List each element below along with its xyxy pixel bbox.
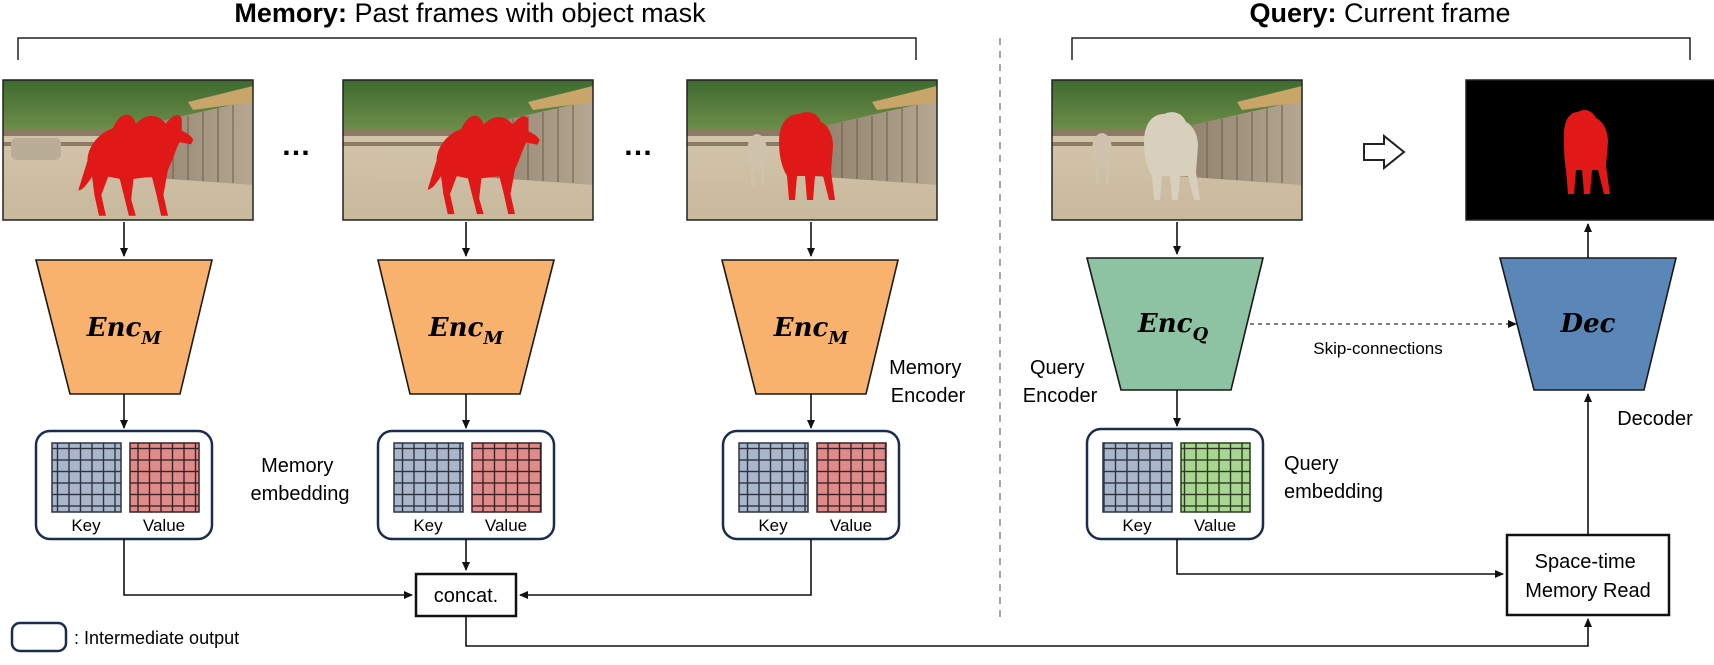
arrow-emb3-concat: [519, 539, 812, 599]
svg-text:EncQ: EncQ: [1137, 309, 1209, 345]
svg-text:Value: Value: [1194, 516, 1236, 535]
query-header: Query: Current frame: [1249, 0, 1510, 28]
memory-encoder-2: EncM: [376, 259, 556, 395]
memory-encoder-3: EncM: [720, 259, 900, 395]
memory-embedding-2: Key Value: [376, 429, 556, 541]
result-arrow-icon: [1363, 133, 1406, 171]
ellipsis-2: …: [623, 129, 653, 162]
svg-text:Key: Key: [1122, 516, 1152, 535]
svg-text:concat.: concat.: [434, 585, 498, 607]
svg-text:Key: Key: [71, 516, 101, 535]
query-embedding-label: Query embedding: [1284, 453, 1383, 503]
query-frame: [1051, 79, 1303, 221]
decoder-label: Decoder: [1617, 408, 1693, 430]
key-grid: [51, 442, 122, 513]
svg-text:: Intermediate output: : Intermediate output: [74, 628, 239, 648]
memory-bracket: [17, 37, 917, 60]
svg-text:Dec: Dec: [1560, 309, 1616, 339]
value-grid: [129, 442, 200, 513]
key-grid: [738, 442, 809, 513]
value-grid: [471, 442, 542, 513]
svg-text:Value: Value: [830, 516, 872, 535]
memory-header: Memory: Past frames with object mask: [234, 0, 706, 28]
legend-swatch: [10, 621, 68, 653]
memory-encoder-1: EncM: [34, 259, 214, 395]
arrow-concat-read: [465, 616, 1592, 647]
output-mask-frame: [1465, 79, 1714, 221]
query-embedding: Key Value: [1085, 427, 1265, 541]
memory-frame-1: [2, 79, 254, 221]
svg-text:EncM: EncM: [773, 313, 850, 349]
decoder: Dec: [1498, 257, 1678, 391]
memory-embedding-label: Memory embedding: [251, 455, 350, 505]
concat-box: concat.: [414, 572, 518, 618]
memory-encoder-label: Memory Encoder: [889, 357, 967, 407]
key-grid: [1102, 442, 1173, 513]
svg-text:Value: Value: [485, 516, 527, 535]
key-grid: [393, 442, 464, 513]
space-time-memory-read-box: Space-time Memory Read: [1505, 533, 1671, 617]
value-grid: [816, 442, 887, 513]
svg-text:EncM: EncM: [428, 313, 505, 349]
ellipsis-1: …: [281, 129, 311, 162]
svg-text:Key: Key: [413, 516, 443, 535]
query-bracket: [1071, 37, 1691, 60]
svg-text:Value: Value: [143, 516, 185, 535]
arrow-query-emb-read: [1176, 539, 1504, 578]
svg-text:Key: Key: [758, 516, 788, 535]
memory-embedding-1: Key Value: [34, 429, 214, 541]
memory-frame-2: [342, 79, 594, 221]
memory-embedding-3: Key Value: [721, 429, 901, 541]
value-grid: [1180, 442, 1251, 513]
svg-text:Space-time Memory Read: Space-time Memory Read: [1525, 551, 1651, 602]
arrow-emb1-concat: [123, 539, 413, 599]
svg-text:EncM: EncM: [86, 313, 163, 349]
query-encoder: EncQ: [1085, 257, 1265, 391]
query-encoder-label: Query Encoder: [1023, 357, 1098, 407]
memory-frame-3: [686, 79, 938, 221]
skip-connections-label: Skip-connections: [1313, 339, 1442, 358]
legend: : Intermediate output: [10, 621, 239, 653]
